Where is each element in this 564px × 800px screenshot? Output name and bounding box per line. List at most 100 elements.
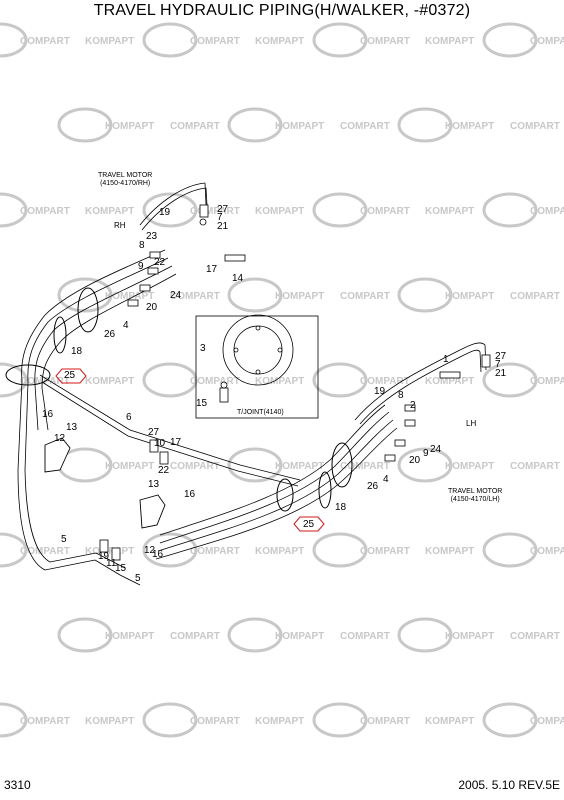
part-label: 12 xyxy=(144,545,156,556)
page-title: TRAVEL HYDRAULIC PIPING(H/WALKER, -#0372… xyxy=(93,2,471,19)
clamp-left xyxy=(5,364,51,386)
watermark-text: KOMPAPT xyxy=(445,631,494,642)
part-label: 1 xyxy=(443,354,449,365)
watermark-text: KOMPAPT xyxy=(255,716,304,727)
watermark-text: KOMPAPT xyxy=(275,461,324,472)
hose-rh-upper-inner xyxy=(141,187,207,231)
watermark-text: COMPART xyxy=(190,716,240,727)
hose-middle xyxy=(39,374,301,481)
watermark-text: KOMPAPT xyxy=(255,206,304,217)
note-travel-motor-lh: TRAVEL MOTOR(4150-4170/LH) xyxy=(448,488,503,503)
watermark-text: COMPART xyxy=(360,376,410,387)
part-label: 9 xyxy=(423,448,429,459)
tjoint-detail-box xyxy=(195,315,319,419)
part-label: 16 xyxy=(42,409,54,420)
part-label: 19 xyxy=(374,386,386,397)
watermark-text: KOMPAPT xyxy=(255,376,304,387)
clamp-rh xyxy=(77,287,99,333)
part-label: 19 xyxy=(98,551,110,562)
part-label: 12 xyxy=(54,433,66,444)
part-label: 15 xyxy=(115,563,127,574)
watermark-text: KOMPAPT xyxy=(105,121,154,132)
hose-lower xyxy=(94,559,141,586)
watermark-text: KOMPAPT xyxy=(425,376,474,387)
part-label: 4 xyxy=(123,320,129,331)
part-label: 20 xyxy=(409,455,421,466)
watermark-text: KOMPAPT xyxy=(105,291,154,302)
watermark-text: COMPART xyxy=(340,631,390,642)
part-label: 24 xyxy=(430,444,442,455)
watermark-text: COMPART xyxy=(530,36,564,47)
watermark-text: KOMPAPT xyxy=(85,376,134,387)
part-label: 21 xyxy=(495,368,507,379)
part-label: 8 xyxy=(398,390,404,401)
flange-upper xyxy=(44,437,71,473)
part-label: 20 xyxy=(146,302,158,313)
watermark-text: KOMPAPT xyxy=(445,121,494,132)
part-label: 5 xyxy=(135,573,141,584)
watermark-text: COMPART xyxy=(360,36,410,47)
watermark-text: COMPART xyxy=(360,206,410,217)
part-label: 14 xyxy=(232,273,244,284)
watermark-text: KOMPAPT xyxy=(275,631,324,642)
watermark-emblem: KOMPAPT COMPART xyxy=(57,107,220,143)
watermark-text: COMPART xyxy=(20,36,70,47)
watermark-emblem: COMPART KOMPAPT xyxy=(312,362,474,398)
watermark-text: KOMPAPT xyxy=(275,121,324,132)
hose-lh-upper xyxy=(354,342,487,421)
watermark-text: COMPART xyxy=(510,461,560,472)
part-label: 10 xyxy=(154,438,166,449)
clamp-lower xyxy=(276,478,294,512)
hex-marker-25-right xyxy=(293,516,325,532)
watermark-text: COMPART xyxy=(170,291,220,302)
watermark-text: KOMPAPT xyxy=(85,716,134,727)
watermark-text: COMPART xyxy=(530,546,564,557)
part-label: 22 xyxy=(154,257,166,268)
hose-bundle-right-1 xyxy=(159,404,386,536)
part-label: 23 xyxy=(146,231,158,242)
watermark-text: COMPART xyxy=(20,716,70,727)
part-label: 16 xyxy=(184,489,196,500)
watermark-text: KOMPAPT xyxy=(105,461,154,472)
part-label: 24 xyxy=(170,290,182,301)
watermark-text: COMPART xyxy=(190,206,240,217)
part-label: 27 xyxy=(495,351,507,362)
watermark-emblem: KOMPAPT COMPART xyxy=(57,277,220,313)
part-label: 17 xyxy=(206,264,218,275)
watermark-emblem: KOMPAPT COMPART xyxy=(227,447,390,483)
part-label: 22 xyxy=(158,465,170,476)
watermark-text: COMPART xyxy=(170,121,220,132)
part-label: 17 xyxy=(170,437,182,448)
note-tjoint: T/JOINT(4140) xyxy=(237,409,284,416)
watermark-text: COMPART xyxy=(170,631,220,642)
part-label: 3 xyxy=(200,343,206,354)
watermark-text: COMPART xyxy=(20,546,70,557)
watermark-text: KOMPAPT xyxy=(255,546,304,557)
part-label: 26 xyxy=(367,481,379,492)
watermark-text: KOMPAPT xyxy=(445,291,494,302)
hose-bundle-right-4 xyxy=(155,427,398,560)
part-label: 19 xyxy=(159,207,171,218)
watermark-emblem: COMPART KOMPAPT xyxy=(0,702,134,738)
watermark-text: COMPART xyxy=(340,461,390,472)
watermark-text: COMPART xyxy=(530,376,564,387)
part-label: 27 xyxy=(217,204,229,215)
